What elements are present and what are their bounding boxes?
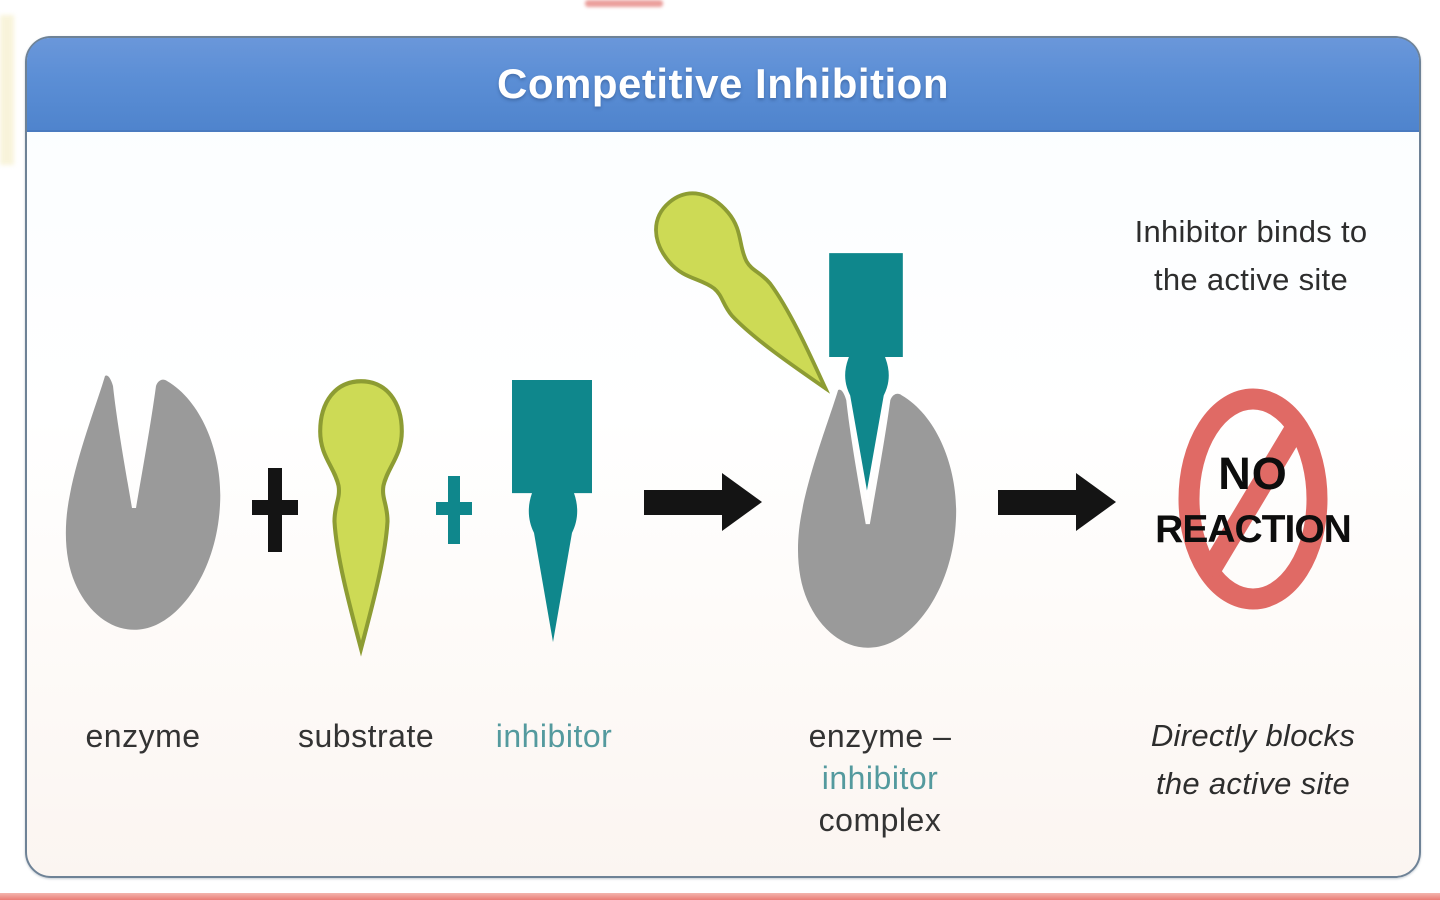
enzyme-icon <box>65 375 221 630</box>
plus-icon <box>436 476 472 544</box>
complex-label-enzyme: enzyme <box>808 718 924 754</box>
complex-label-inhibitor: inhibitor <box>821 760 939 796</box>
inhibitor-icon <box>512 379 592 643</box>
top-edge-red-artifact <box>585 0 663 7</box>
complex-inhibitor-icon <box>826 250 906 500</box>
page-title: Competitive Inhibition <box>497 60 949 107</box>
no-symbol-icon <box>1178 388 1328 610</box>
substrate-label: substrate <box>298 718 435 754</box>
annotation-bottom-right-line1: Directly blocks <box>1150 718 1356 753</box>
complex-enzyme-icon <box>797 389 957 648</box>
annotation-bottom-right-line2: the active site <box>1155 766 1351 801</box>
no-reaction-text-line1: NO <box>1218 448 1288 499</box>
bottom-edge-red-strip <box>0 893 1440 900</box>
enzyme-label: enzyme <box>85 718 201 754</box>
diagram-card: Competitive Inhibition <box>25 36 1421 878</box>
no-reaction-text-line2: REACTION <box>1155 508 1352 551</box>
arrow-right-icon <box>644 473 762 531</box>
annotation-top-right: Inhibitor binds to the active site <box>1118 208 1384 304</box>
complex-label: enzyme – inhibitor complex <box>752 715 1008 841</box>
arrow-right-icon <box>998 473 1116 531</box>
plus-icon <box>252 468 298 552</box>
header-bar: Competitive Inhibition <box>27 38 1419 132</box>
annotation-top-right-line2: the active site <box>1153 262 1349 297</box>
complex-label-dash: – <box>933 718 952 754</box>
complex-label-line2: complex <box>818 802 942 838</box>
annotation-bottom-right: Directly blocks the active site <box>1118 712 1388 808</box>
complex-substrate-icon <box>654 191 831 394</box>
inhibitor-label: inhibitor <box>495 718 613 754</box>
annotation-top-right-line1: Inhibitor binds to <box>1134 214 1368 249</box>
left-edge-yellow-artifact <box>0 15 14 165</box>
substrate-icon <box>318 379 404 657</box>
